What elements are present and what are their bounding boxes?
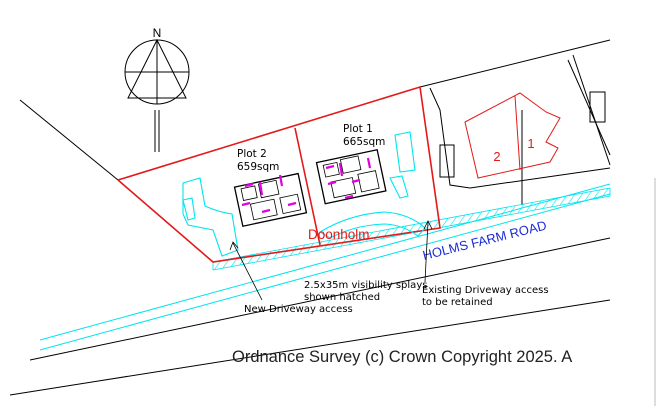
existing-access-note-line2: to be retained [422, 297, 493, 308]
existing-access-note-line1: Existing Driveway access [422, 285, 549, 296]
existing-unit-1: 1 [527, 136, 534, 151]
plot-2-name: Plot 2 [237, 148, 267, 160]
driveways [182, 131, 426, 257]
house-plot-2 [233, 172, 308, 227]
property-name: Doonholm [308, 227, 370, 242]
outbuildings [439, 91, 606, 178]
north-label: N [153, 26, 162, 40]
plot-1-area: 665sqm [343, 136, 385, 148]
copyright-notice: Ordnance Survey (c) Crown Copyright 2025… [232, 348, 572, 366]
leader-existing-access [423, 220, 433, 283]
visibility-note-line1: 2.5x35m visibility splays [304, 280, 427, 291]
plot-2-area: 659sqm [237, 161, 279, 173]
existing-units [464, 92, 561, 179]
north-arrow [124, 38, 190, 152]
visibility-splay-hatch [212, 187, 611, 271]
plot-1-name: Plot 1 [343, 123, 373, 135]
visibility-note-line2: shown hatched [304, 292, 380, 303]
house-plot-1 [315, 149, 387, 205]
plot-boundaries [117, 85, 441, 263]
new-access-note: New Driveway access [244, 304, 353, 315]
os-base-linework [9, 39, 656, 406]
leader-new-access [229, 241, 263, 301]
existing-unit-2: 2 [493, 149, 500, 164]
